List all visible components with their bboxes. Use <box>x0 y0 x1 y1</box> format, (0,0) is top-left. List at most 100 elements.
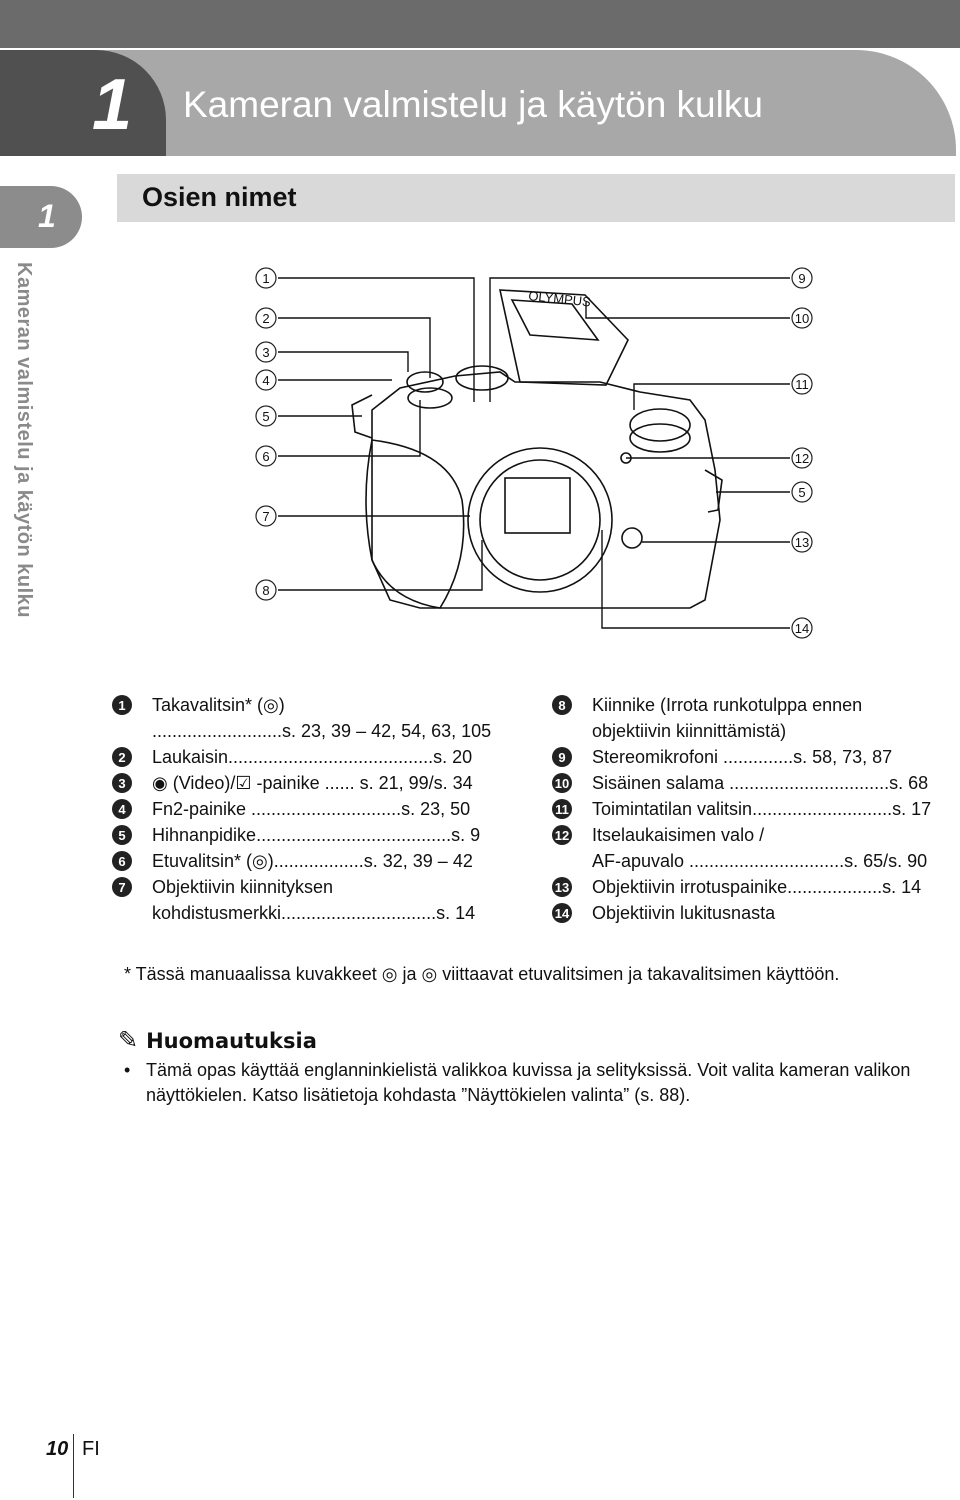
notes-body: • Tämä opas käyttää englanninkielistä va… <box>124 1058 954 1108</box>
notes-item: Tämä opas käyttää englanninkielistä vali… <box>146 1060 911 1105</box>
lens-mount <box>467 447 613 593</box>
item-text: Objektiivin kiinnityksen <box>152 877 334 897</box>
callout-9 <box>791 267 813 289</box>
pencil-note-icon: ✎ <box>118 1026 139 1054</box>
item-text: Objektiivin lukitusnasta <box>592 903 776 923</box>
callout-2 <box>255 307 277 329</box>
callout-label: 7 <box>262 509 269 524</box>
callout-11 <box>791 373 813 395</box>
list-item: 14 Objektiivin lukitusnasta <box>552 900 956 926</box>
item-number: 1 <box>112 695 132 715</box>
item-number: 3 <box>112 773 132 793</box>
callout-7 <box>255 505 277 527</box>
item-text: Laukaisin...............................… <box>152 747 473 767</box>
item-number: 5 <box>112 825 132 845</box>
list-item: 1 Takavalitsin* (◎) <box>112 692 512 718</box>
item-text: Itselaukaisimen valo / <box>592 825 765 845</box>
list-item: 5 Hihnanpidike...........................… <box>112 822 512 848</box>
callout-3 <box>255 341 277 363</box>
callout-label: 6 <box>262 449 269 464</box>
list-item: 2 Laukaisin..............................… <box>112 744 512 770</box>
callout-13 <box>791 531 813 553</box>
item-number: 9 <box>552 747 572 767</box>
callout-14 <box>791 617 813 639</box>
notes-heading: ✎ Huomautuksia <box>118 1026 317 1054</box>
flash <box>498 289 629 386</box>
callout-label: 3 <box>262 345 269 360</box>
list-item: 11 Toimintatilan valitsin................… <box>552 796 956 822</box>
footnote: * Tässä manuaalissa kuvakkeet ◎ ja ◎ vii… <box>124 964 840 984</box>
callout-label: 13 <box>795 535 809 550</box>
chapter-number: 1 <box>92 65 133 145</box>
item-text: Hihnanpidike............................… <box>152 825 481 845</box>
item-text: Kiinnike (Irrota runkotulppa ennen <box>592 695 863 715</box>
camera-body <box>371 371 721 609</box>
bullet-icon: • <box>124 1060 131 1080</box>
callout-label: 11 <box>795 377 809 392</box>
item-number: 6 <box>112 851 132 871</box>
page-separator <box>73 1434 74 1498</box>
callout-8 <box>255 579 277 601</box>
list-item: 4 Fn2-painike ...........................… <box>112 796 512 822</box>
item-text: objektiivin kiinnittämistä) <box>592 721 787 741</box>
rear-dial <box>455 365 509 391</box>
item-number: 10 <box>552 773 572 793</box>
item-text: ◉ (Video)/☑ -painike ...... s. 21, 99/s.… <box>152 773 473 793</box>
callout-label: 10 <box>795 311 809 326</box>
callout-label: 2 <box>262 311 269 326</box>
page-language: FI <box>82 1438 100 1460</box>
side-tab-text: Kameran valmistelu ja käytön kulku <box>13 262 35 619</box>
item-text: Fn2-painike ............................… <box>152 799 471 819</box>
item-number: 2 <box>112 747 132 767</box>
list-item: 8 Kiinnike (Irrota runkotulppa ennen <box>552 692 956 718</box>
callout-label: 5 <box>798 485 805 500</box>
callout-1 <box>255 267 277 289</box>
notes-heading-text: Huomautuksia <box>146 1029 317 1053</box>
section-bar <box>117 174 955 222</box>
mode-dial <box>629 408 691 442</box>
item-number: 12 <box>552 825 572 845</box>
shutter-button <box>406 371 444 393</box>
callout-10 <box>791 307 813 329</box>
item-text: Stereomikrofoni ..............s. 58, 73,… <box>592 747 893 767</box>
side-tab <box>0 186 82 248</box>
callout-label: 1 <box>262 271 269 286</box>
chapter-title: Kameran valmistelu ja käytön kulku <box>183 84 763 125</box>
callout-label: 12 <box>795 451 809 466</box>
brand-logo: OLYMPUS <box>528 288 592 309</box>
item-text: AF-apuvalo .............................… <box>592 851 928 871</box>
item-text: Sisäinen salama ........................… <box>592 773 929 793</box>
item-number: 4 <box>112 799 132 819</box>
camera-diagram: OLYMPUS 1 2 3 <box>255 267 813 639</box>
list-item: 3 ◉ (Video)/☑ -painike ...... s. 21, 99/s… <box>112 770 512 796</box>
callout-label: 9 <box>798 271 805 286</box>
callout-label: 5 <box>262 409 269 424</box>
item-number: 13 <box>552 877 572 897</box>
list-item: 13 Objektiivin irrotuspainike............… <box>552 874 956 900</box>
sensor <box>504 477 571 534</box>
item-number: 11 <box>552 799 572 819</box>
callout-5 <box>255 405 277 427</box>
callout-label: 8 <box>262 583 269 598</box>
camera-grip <box>365 439 465 609</box>
top-band <box>0 0 960 48</box>
item-number: 7 <box>112 877 132 897</box>
lens-release-button <box>621 527 643 549</box>
parts-list-right: 8 Kiinnike (Irrota runkotulppa ennen obje… <box>552 692 956 926</box>
item-text: Toimintatilan valitsin..................… <box>592 799 932 819</box>
list-item: 10 Sisäinen salama ......................… <box>552 770 956 796</box>
callout-label: 4 <box>262 373 269 388</box>
callout-label: 14 <box>795 621 809 636</box>
item-number: 8 <box>552 695 572 715</box>
section-title: Osien nimet <box>142 182 297 212</box>
page-number: 10 <box>46 1438 69 1460</box>
list-item: 12 Itselaukaisimen valo / <box>552 822 956 848</box>
item-text: Takavalitsin* (◎) <box>152 695 285 715</box>
item-number: 14 <box>552 903 572 923</box>
item-text: Objektiivin irrotuspainike..............… <box>592 877 922 897</box>
callout-5b <box>791 481 813 503</box>
list-item: 7 Objektiivin kiinnityksen <box>112 874 512 900</box>
callout-4 <box>255 369 277 391</box>
